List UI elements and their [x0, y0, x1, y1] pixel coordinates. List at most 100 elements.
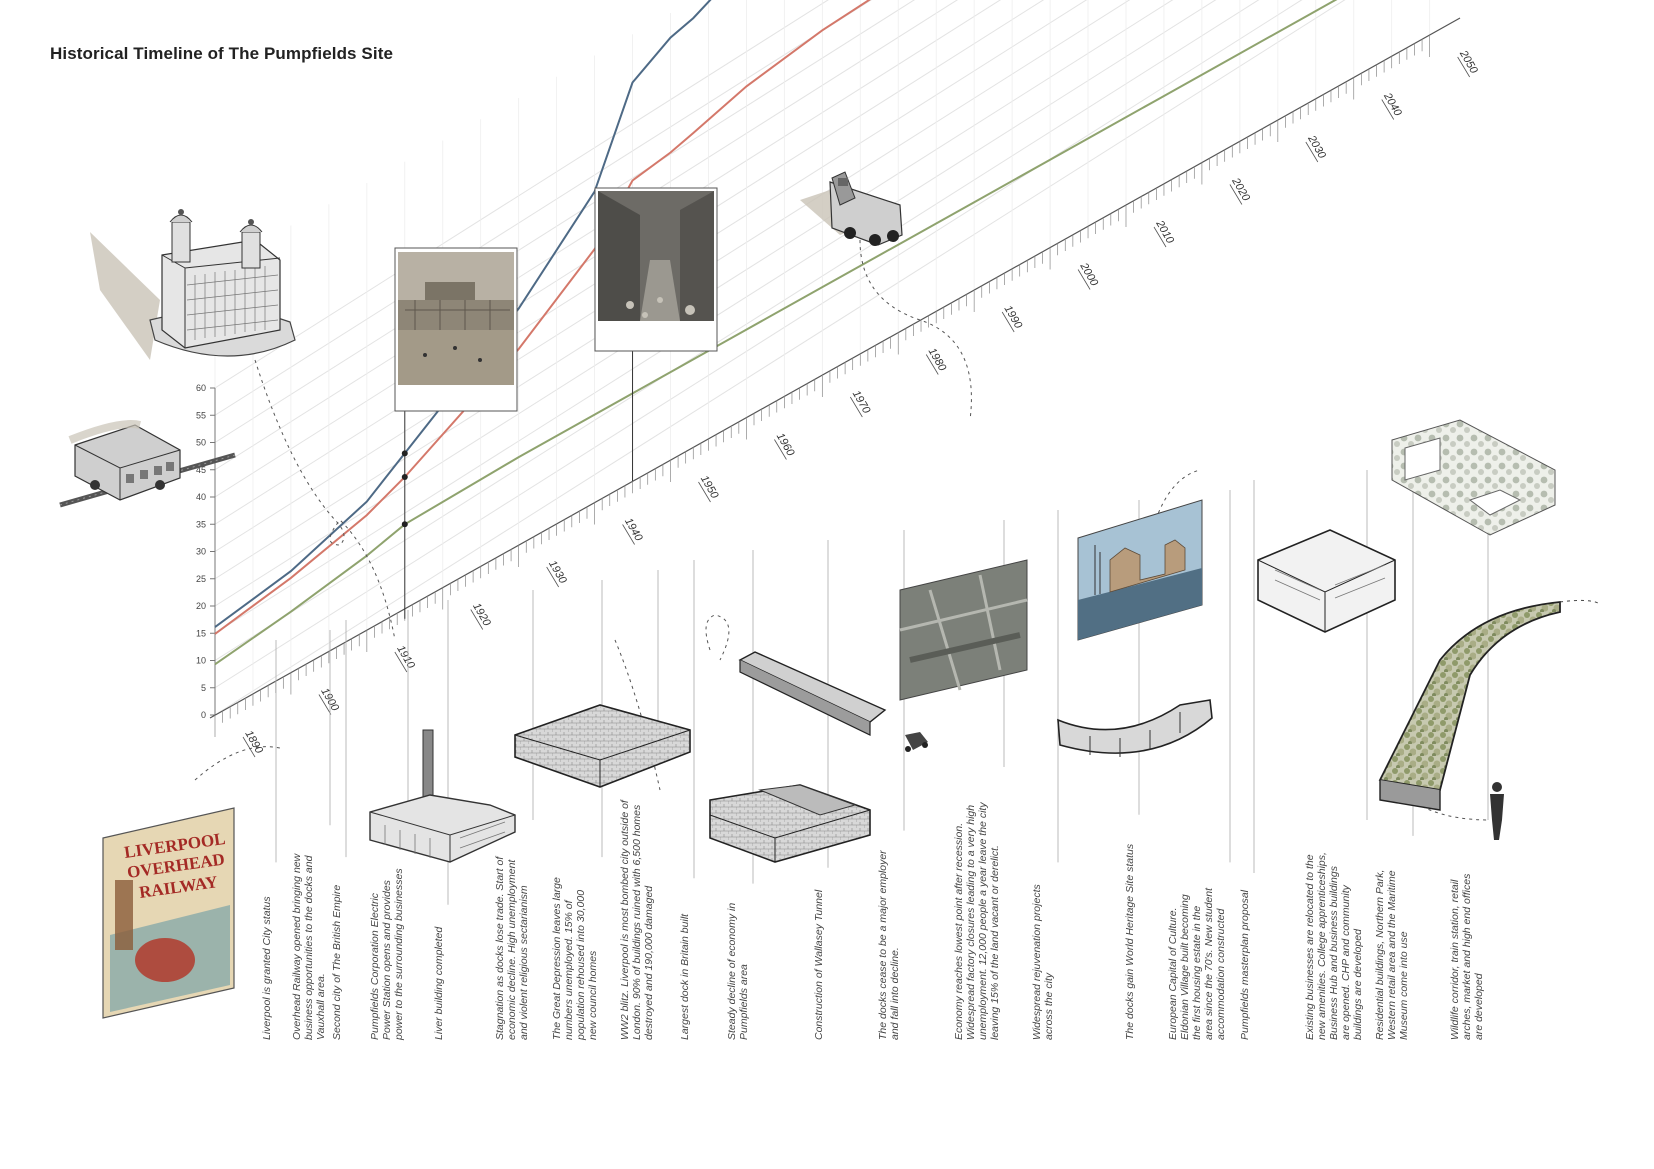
page-title: Historical Timeline of The Pumpfields Si… — [50, 44, 394, 63]
dashed-connector — [194, 746, 281, 781]
year-underline — [318, 694, 332, 715]
svg-text:Second city of The British Emp: Second city of The British Empire — [331, 885, 343, 1040]
timeline-baseline — [209, 17, 1461, 719]
event-label: Liver building completed — [433, 926, 445, 1040]
event-label: The docks cease to be a major employeran… — [877, 850, 901, 1040]
svg-text:Stagnation as docks lose trade: Stagnation as docks lose trade. Start of… — [494, 856, 530, 1040]
svg-text:Existing businesses are reloca: Existing businesses are relocated to the… — [1304, 852, 1364, 1040]
photo-blitz-1940 — [594, 187, 718, 352]
svg-text:Steady decline of economy inPu: Steady decline of economy inPumpfields a… — [726, 903, 750, 1040]
year-underline — [470, 609, 484, 630]
year-underline — [1077, 269, 1091, 290]
y-tick-label: 0 — [201, 710, 206, 720]
y-tick-label: 35 — [196, 519, 206, 529]
svg-text:Wildlife corridor, train stati: Wildlife corridor, train station, retail… — [1449, 873, 1485, 1040]
year-underline — [1153, 226, 1167, 248]
year-label: 2040 — [1381, 90, 1405, 119]
terraced-housing-illustration — [514, 704, 691, 788]
svg-text:Largest dock in Britain built: Largest dock in Britain built — [679, 913, 691, 1040]
svg-text:Liverpool is granted City stat: Liverpool is granted City status — [261, 896, 273, 1040]
svg-text:European Capital of Culture.El: European Capital of Culture.Eldonian Vil… — [1167, 887, 1227, 1040]
svg-text:Overhead Railway opened bringi: Overhead Railway opened bringing newbusi… — [291, 852, 327, 1040]
y-tick-label: 20 — [196, 601, 206, 611]
tunnel-ramp-illustration — [738, 651, 928, 752]
y-axis: 0 5 10 15 20 25 30 35 40 45 50 55 60 — [196, 383, 216, 720]
svg-text:Pumpfields masterplan proposal: Pumpfields masterplan proposal — [1239, 889, 1251, 1040]
y-tick-label: 15 — [196, 628, 206, 638]
y-tick-label: 10 — [196, 656, 206, 666]
svg-text:Liver building completed: Liver building completed — [433, 926, 445, 1040]
year-underline — [774, 439, 787, 460]
year-underline — [849, 396, 863, 418]
year-underline — [1229, 184, 1243, 205]
dashed-connector — [1389, 779, 1491, 821]
y-tick-label: 45 — [196, 465, 206, 475]
y-tick-label: 30 — [196, 547, 206, 557]
dashed-connector — [859, 239, 972, 421]
event-label: Pumpfields masterplan proposal — [1239, 889, 1251, 1040]
year-underline — [546, 566, 560, 588]
event-label: Steady decline of economy inPumpfields a… — [726, 903, 750, 1040]
svg-text:The docks gain World Heritage: The docks gain World Heritage Site statu… — [1124, 843, 1136, 1040]
svg-text:The docks cease to be a major: The docks cease to be a major employeran… — [877, 850, 901, 1040]
dock-heritage-photo — [1077, 499, 1203, 641]
year-underline — [1457, 56, 1471, 78]
year-underline — [1001, 311, 1015, 333]
y-tick-label: 40 — [196, 492, 206, 502]
event-label: Economy reaches lowest point after reces… — [953, 802, 1001, 1040]
y-tick-label: 60 — [196, 383, 206, 393]
event-labels: Liverpool is granted City status Overhead… — [261, 799, 1485, 1041]
marker-dot — [401, 450, 408, 457]
year-label: 2050 — [1457, 48, 1481, 77]
y-tick-label: 55 — [196, 410, 206, 420]
year-underline — [1305, 141, 1319, 163]
dashed-connector — [705, 614, 730, 661]
dashed-connector — [254, 359, 396, 641]
event-label: Stagnation as docks lose trade. Start of… — [494, 856, 530, 1040]
power-station-illustration — [369, 729, 516, 863]
svg-text:Construction of Wallasey Tunne: Construction of Wallasey Tunnel — [813, 889, 825, 1040]
dashed-connector — [614, 639, 661, 791]
year-underline — [394, 651, 408, 673]
year-underline — [242, 736, 256, 758]
event-label: Existing businesses are relocated to the… — [1304, 852, 1364, 1040]
year-label: 2000 — [1077, 260, 1101, 289]
aerial-photo-1980 — [899, 559, 1028, 701]
y-tick-label: 5 — [201, 683, 206, 693]
grid-line — [214, 0, 1088, 552]
year-underline — [622, 524, 635, 545]
curved-housing-illustration — [1057, 699, 1213, 757]
event-label: The Great Depression leaves largenumbers… — [551, 877, 599, 1041]
y-tick-label: 50 — [196, 438, 206, 448]
lorry-illustration — [800, 171, 903, 246]
event-label: European Capital of Culture.Eldonian Vil… — [1167, 887, 1227, 1040]
warehouse-illustration — [709, 784, 871, 863]
marker-dot — [401, 521, 408, 528]
liver-building-illustration — [90, 209, 296, 360]
person-figure-icon — [1490, 782, 1504, 840]
svg-text:Economy reaches lowest point a: Economy reaches lowest point after reces… — [953, 802, 1001, 1040]
svg-text:The Great Depression leaves la: The Great Depression leaves largenumbers… — [551, 877, 599, 1041]
photo-street-1920 — [394, 247, 518, 412]
marker-dot — [401, 473, 408, 480]
event-label: Wildlife corridor, train station, retail… — [1449, 873, 1485, 1040]
business-hub-illustration — [1257, 529, 1396, 633]
event-label: The docks gain World Heritage Site statu… — [1124, 843, 1136, 1040]
chart-lines — [214, 0, 1338, 666]
year-label: 2010 — [1153, 218, 1177, 247]
event-label: Overhead Railway opened bringing newbusi… — [291, 852, 327, 1040]
event-label: Construction of Wallasey Tunnel — [813, 889, 825, 1040]
year-underline — [925, 354, 939, 375]
svg-text:Residential buildings, Norther: Residential buildings, Northern Park,Wes… — [1374, 870, 1410, 1040]
grid-line — [214, 0, 1217, 634]
liverpool-overhead-railway-poster: LIVERPOOL OVERHEAD RAILWAY — [102, 807, 235, 1019]
event-label: Liverpool is granted City status — [261, 896, 273, 1040]
year-underline — [698, 481, 711, 503]
svg-text:WW2 blitz. Liverpool is most b: WW2 blitz. Liverpool is most bombed city… — [619, 799, 655, 1040]
svg-text:Widespread rejuvenation projec: Widespread rejuvenation projectsacross t… — [1031, 884, 1055, 1040]
event-label: WW2 blitz. Liverpool is most bombed city… — [619, 799, 655, 1040]
y-tick-label: 25 — [196, 574, 206, 584]
masterplan-block-illustration — [1391, 419, 1556, 536]
train-carriage-illustration — [59, 420, 236, 508]
